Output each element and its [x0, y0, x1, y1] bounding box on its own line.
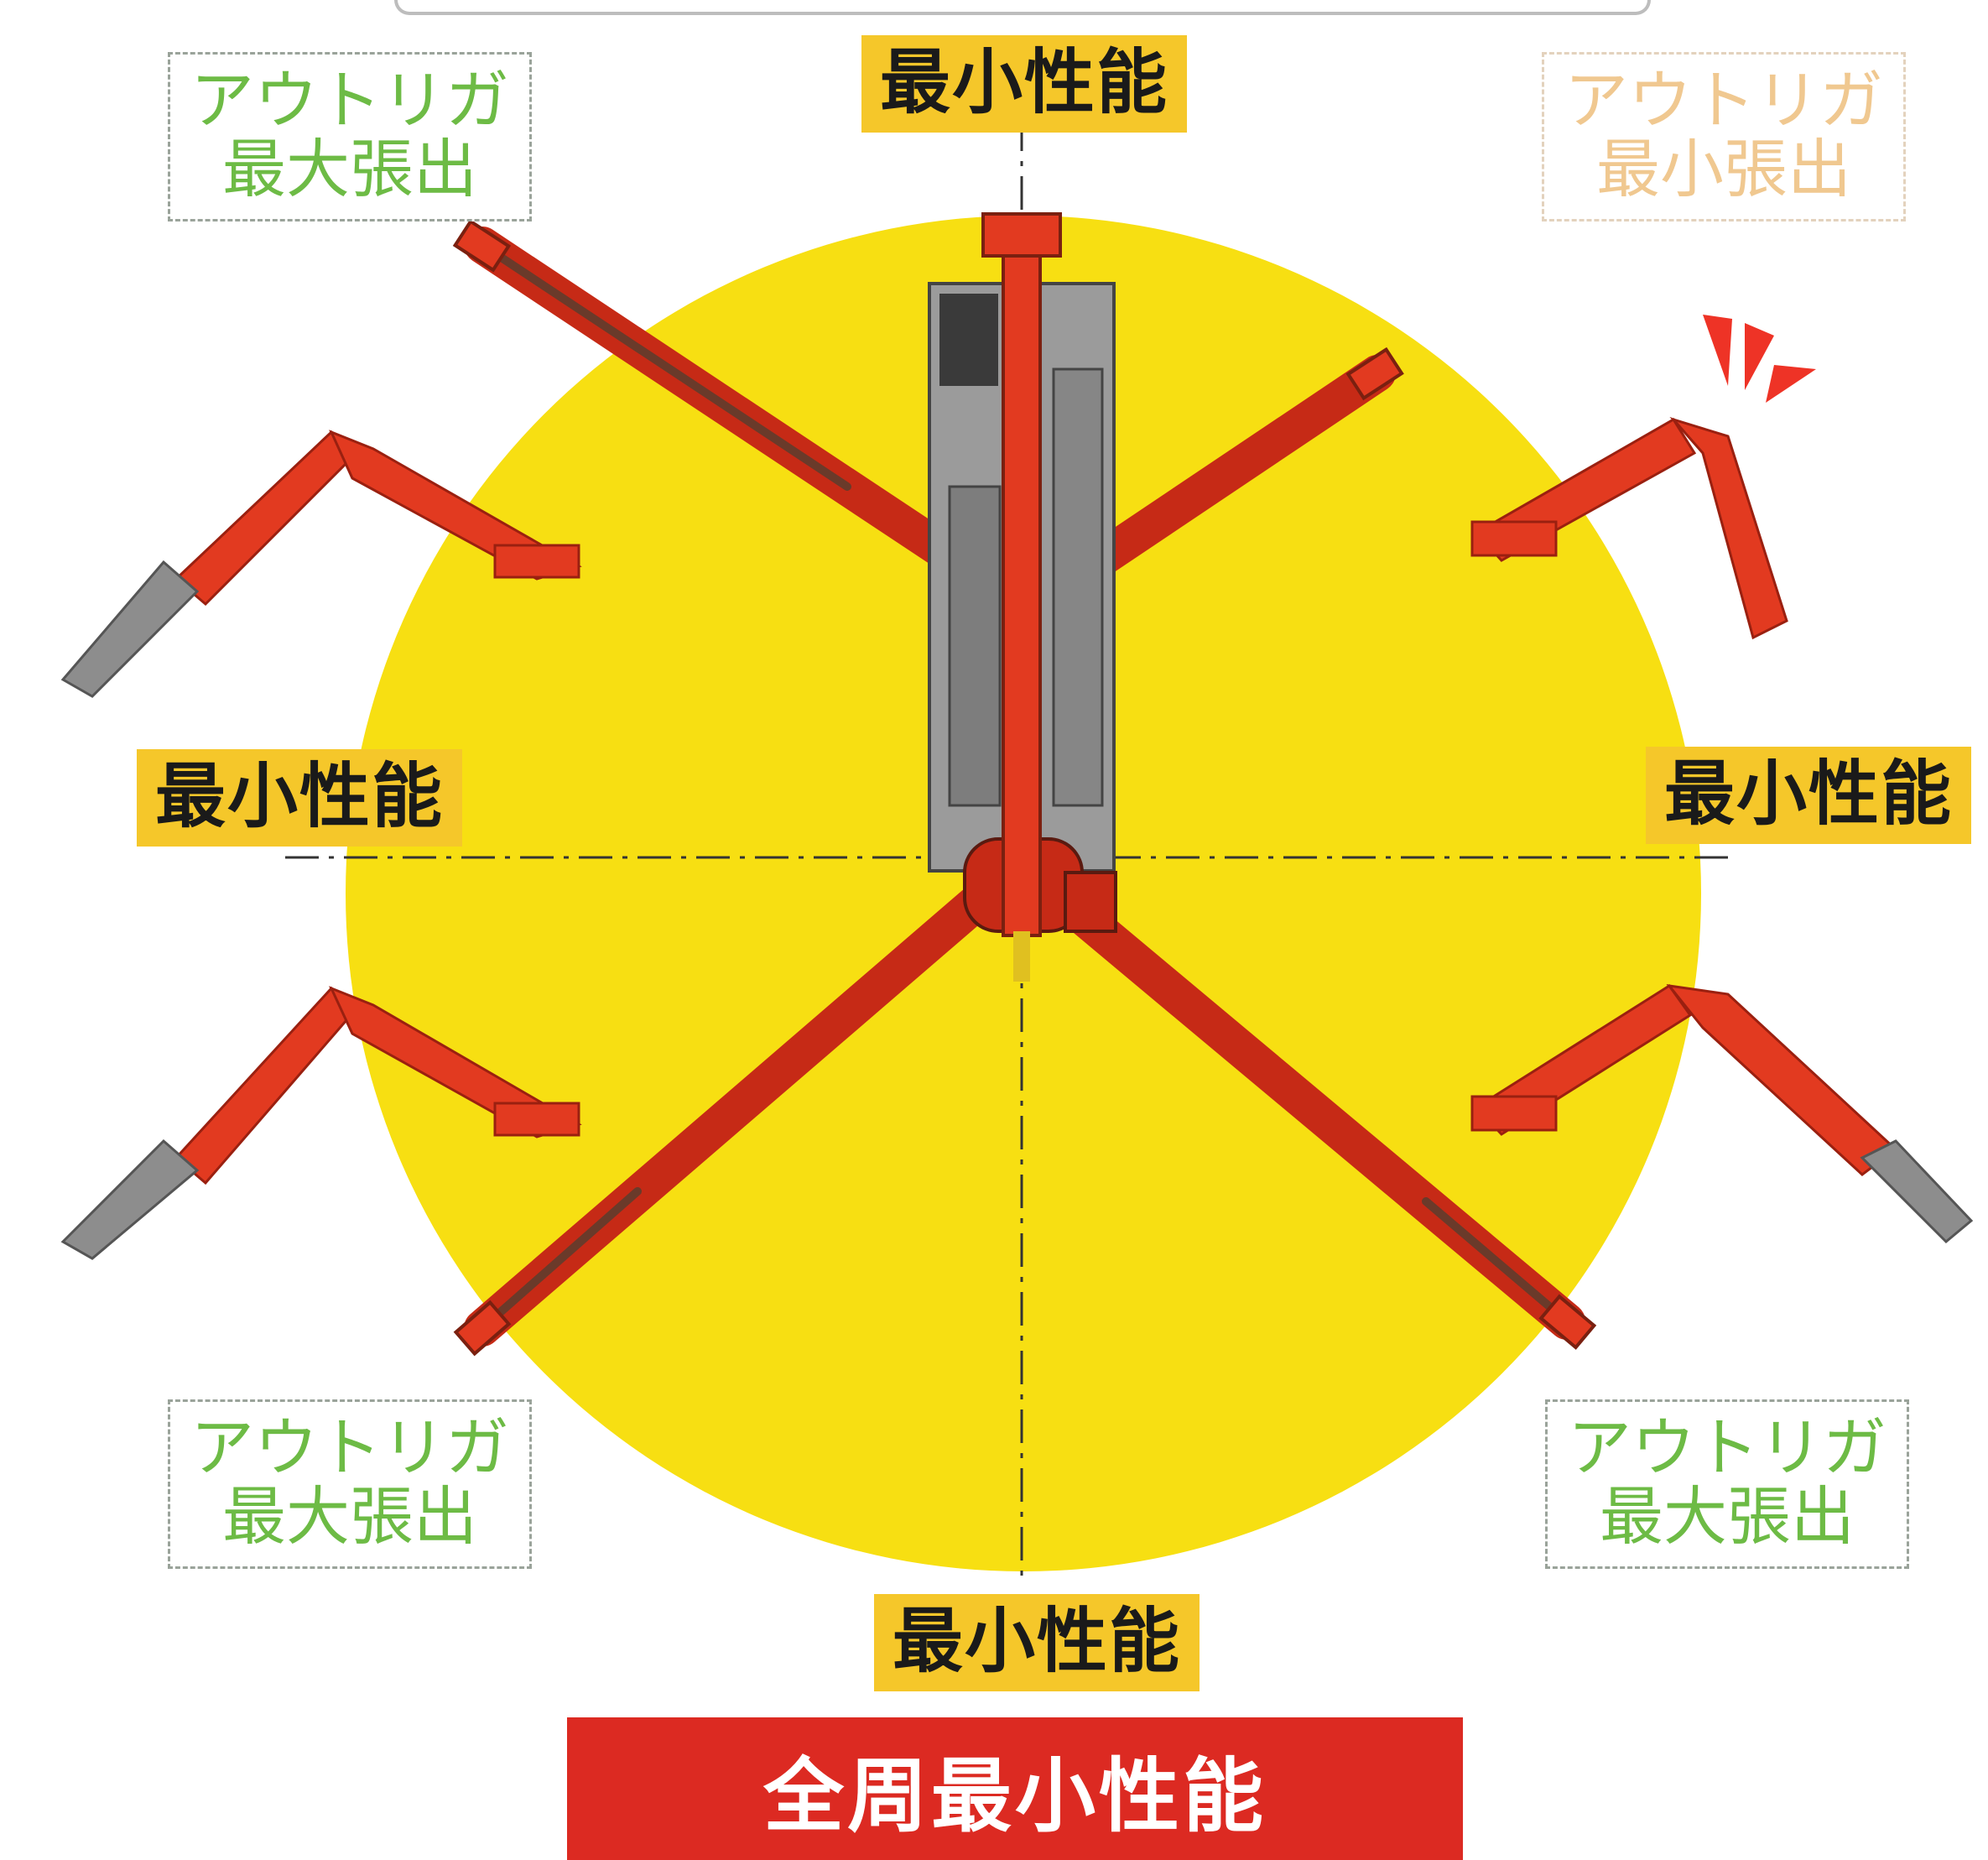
outrigger-max-label-bottom-right: アウトリガ 最大張出 [1545, 1399, 1909, 1570]
min-performance-label-top: 最小性能 [861, 35, 1188, 133]
outrigger-max-label-bottom-left: アウトリガ 最大張出 [168, 1399, 532, 1570]
min-performance-label-left: 最小性能 [137, 749, 463, 847]
outrigger-top-left [452, 219, 1017, 606]
folded-outrigger-right-bottom [1470, 983, 1974, 1244]
all-round-min-performance-banner: 全周最小性能 [567, 1717, 1463, 1860]
folded-outrigger-left-top [60, 430, 582, 698]
outrigger-max-label-top-left: アウトリガ 最大張出 [168, 52, 532, 222]
outrigger-min-label-top-right: アウトリガ 最小張出 [1542, 52, 1906, 222]
min-performance-label-bottom: 最小性能 [874, 1594, 1200, 1691]
outrigger-bottom-right [1047, 883, 1597, 1350]
main-boom [981, 212, 1062, 982]
folded-outrigger-right-top [1470, 417, 1788, 640]
alert-mark [1703, 315, 1816, 403]
folded-outrigger-left-bottom [60, 986, 582, 1260]
outrigger-bottom-left [453, 883, 996, 1357]
min-performance-label-right: 最小性能 [1646, 747, 1972, 844]
